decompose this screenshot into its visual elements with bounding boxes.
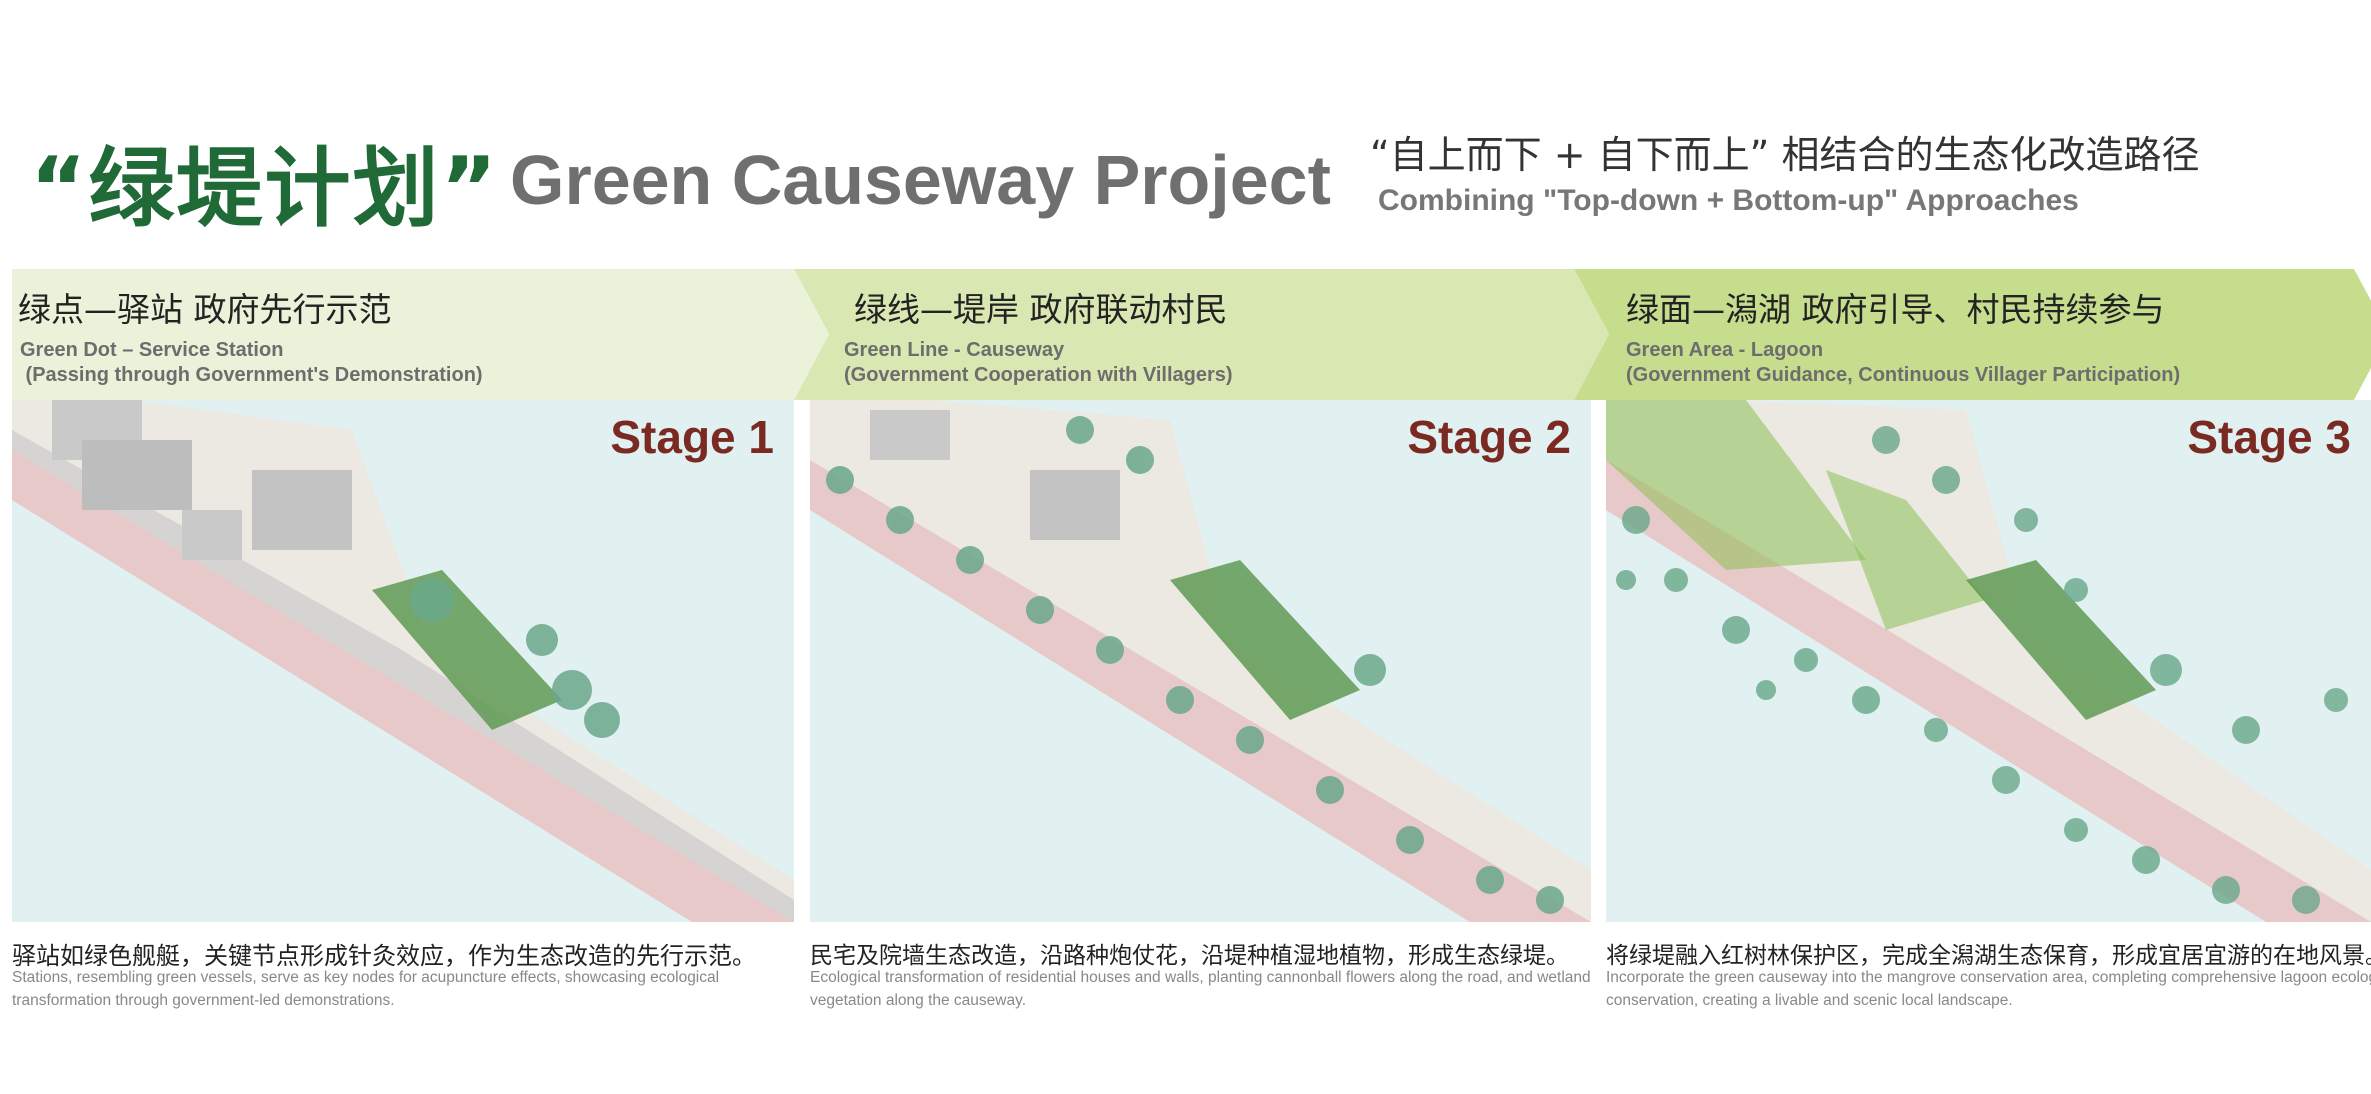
stage-banner-3: 绿面—潟湖 政府引导、村民持续参与 Green Area - Lagoon (G… xyxy=(1574,269,2371,400)
stage-3-heading-cn: 绿面—潟湖 政府引导、村民持续参与 xyxy=(1626,290,2165,329)
stage-2-heading-cn: 绿线—堤岸 政府联动村民 xyxy=(854,290,1228,329)
chevron-shape xyxy=(12,269,829,400)
stage-2-label: Stage 2 xyxy=(1407,411,1571,463)
causeway-illustration xyxy=(1606,400,2371,922)
stage-2-caption-en: Ecological transformation of residential… xyxy=(810,969,1591,1009)
stage-3-label: Stage 3 xyxy=(2187,411,2351,463)
stage-2-illustration: Stage 2 xyxy=(810,400,1591,922)
stage-1-label: Stage 1 xyxy=(610,411,774,463)
stage-3-heading-en: Green Area - Lagoon xyxy=(1626,339,1824,361)
chevron-shape xyxy=(1574,269,2371,400)
stage-2-caption-cn: 民宅及院墙生态改造，沿路种炮仗花，沿堤种植湿地植物，形成生态绿堤。 xyxy=(810,943,1569,969)
stage-2-heading-en-sub: (Government Cooperation with Villagers) xyxy=(844,364,1233,386)
title-chinese: “绿堤计划” xyxy=(30,139,500,239)
stage-1-heading-cn: 绿点—驿站 政府先行示范 xyxy=(18,290,392,329)
causeway-illustration xyxy=(12,400,794,922)
stage-3-caption-cn: 将绿堤融入红树林保护区，完成全潟湖生态保育，形成宜居宜游的在地风景。 xyxy=(1606,943,2371,969)
title-english: Green Causeway Project xyxy=(510,141,1331,219)
stage-3-heading-en-sub: (Government Guidance, Continuous Village… xyxy=(1626,364,2181,386)
stage-2-heading-en: Green Line - Causeway xyxy=(844,339,1065,361)
stage-1-caption-cn: 驿站如绿色舰艇，关键节点形成针灸效应，作为生态改造的先行示范。 xyxy=(12,942,756,970)
stage-banner-1: 绿点—驿站 政府先行示范 Green Dot – Service Station… xyxy=(0,269,840,400)
subtitle-chinese: “自上而下 + 自下而上” 相结合的生态化改造路径 xyxy=(1370,133,2200,177)
stage-3-caption-en: Incorporate the green causeway into the … xyxy=(1606,969,2371,1009)
subtitle-english: Combining "Top-down + Bottom-up" Approac… xyxy=(1378,184,2079,217)
stage-banner-2: 绿线—堤岸 政府联动村民 Green Line - Causeway (Gove… xyxy=(794,269,1624,400)
causeway-illustration xyxy=(810,400,1591,922)
stage-1-caption-en: Stations, resembling green vessels, serv… xyxy=(12,969,720,1009)
stage-3-illustration: Stage 3 xyxy=(1606,400,2371,922)
stage-1-heading-en-sub: (Passing through Government's Demonstrat… xyxy=(20,364,483,386)
stage-1-heading-en: Green Dot – Service Station xyxy=(20,339,284,361)
chevron-shape xyxy=(794,269,1609,400)
stage-1-illustration: Stage 1 xyxy=(12,400,794,922)
